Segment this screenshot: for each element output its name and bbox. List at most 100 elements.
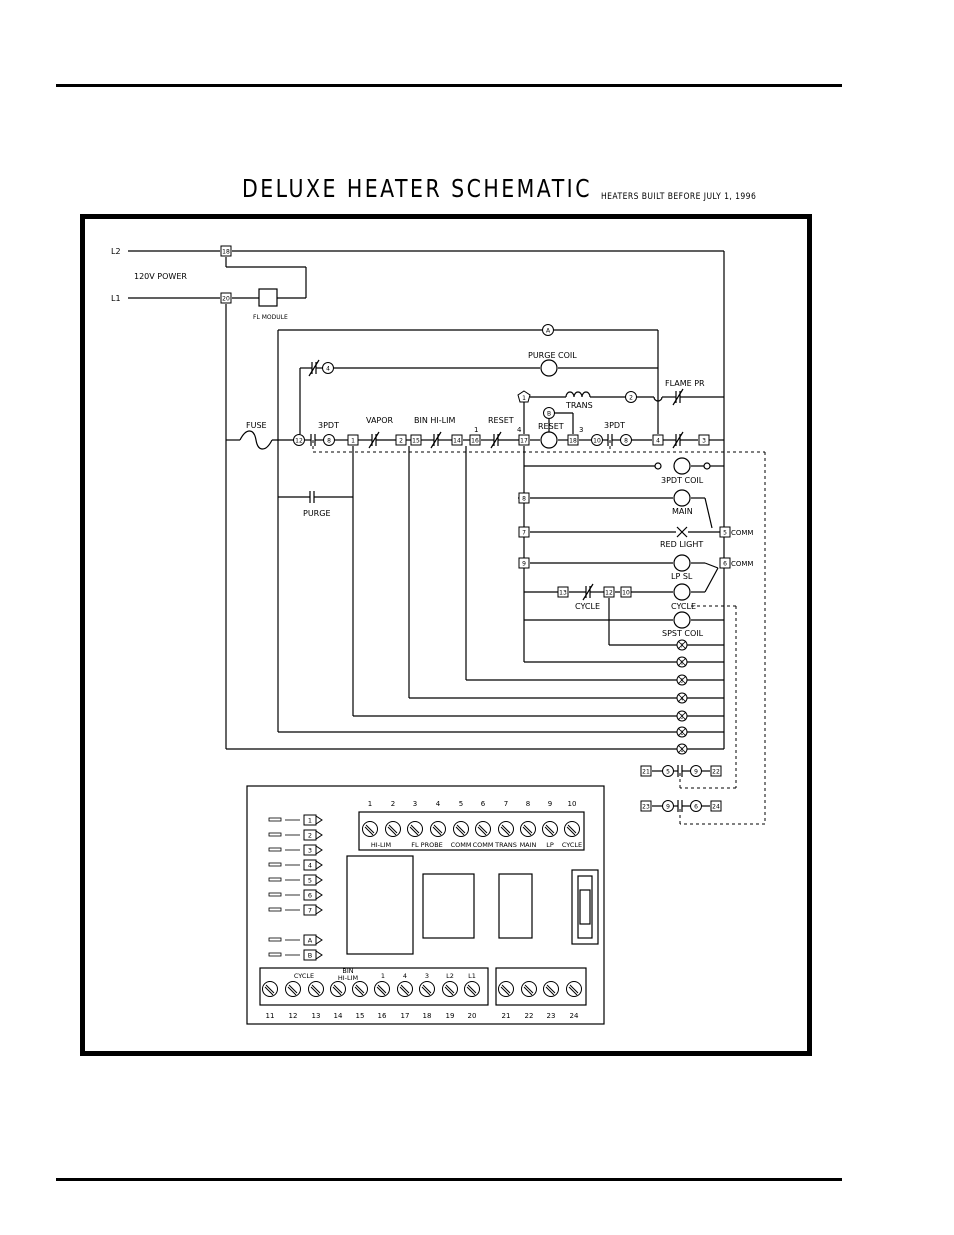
board-bottom-label: 4 [403, 972, 407, 980]
board-bottom-number: 24 [570, 1012, 579, 1020]
terminal-t17 [518, 434, 530, 446]
terminal-t12b [603, 586, 615, 598]
tag-label-c_b: B [547, 411, 551, 418]
board-top-label: COMM [451, 841, 472, 849]
board-top-number: 8 [526, 800, 530, 808]
label-purge: PURGE [303, 509, 331, 518]
board-connector [303, 844, 317, 856]
label-purge-coil: PURGE COIL [528, 351, 577, 360]
tag-label-c_6r: 6 [694, 804, 698, 811]
terminal-label-t12b: 12 [605, 590, 613, 597]
label-lp-sl: LP SL [671, 572, 693, 581]
right-tag-label-3: 3 [680, 715, 683, 721]
label-fuse: FUSE [246, 421, 267, 430]
label-l2: L2 [111, 247, 121, 256]
board-bottom-label: L2 [446, 972, 454, 980]
board-connector [303, 889, 317, 901]
board-connector-label: 4 [308, 862, 312, 870]
page-subtitle: HEATERS BUILT BEFORE JULY 1, 1996 [601, 192, 757, 202]
label-wire-3: 3 [579, 426, 583, 434]
board-top-number: 2 [391, 800, 395, 808]
tag-c_2 [625, 391, 637, 403]
top-rule [56, 84, 842, 87]
terminal-label-t23: 23 [642, 804, 650, 811]
terminal-t16 [469, 434, 481, 446]
terminal-label-t5: 5 [723, 530, 727, 537]
board-bottom-number: 15 [356, 1012, 365, 1020]
terminal-t15 [410, 434, 422, 446]
right-tag-label-5: 5 [680, 679, 683, 685]
tag-label-c_8b: 8 [624, 438, 628, 445]
board-bottom-label: BIN [342, 967, 353, 975]
tag-c_10 [591, 434, 603, 446]
terminal-label-t20: 20 [222, 296, 230, 303]
label-wire-4: 4 [517, 426, 522, 434]
label-cycle-switch: CYCLE [575, 602, 600, 611]
tag-c_8 [323, 434, 335, 446]
page-title: DELUXE HEATER SCHEMATIC [242, 174, 592, 203]
terminal-label-t9: 9 [522, 561, 526, 568]
terminal-label-t22: 22 [712, 769, 720, 776]
label-red-light: RED LIGHT [660, 540, 703, 549]
label-main: MAIN [672, 507, 693, 516]
board-top-number: 10 [568, 800, 577, 808]
board-top-number: 5 [459, 800, 463, 808]
tag-c_5b [662, 765, 674, 777]
terminal-label-t17: 17 [520, 438, 528, 445]
board-top-number: 4 [436, 800, 441, 808]
tag-label-c_8: 8 [327, 438, 331, 445]
board-bottom-number: 17 [401, 1012, 410, 1020]
board-top-label: TRANS [494, 841, 517, 849]
terminal-t13 [557, 586, 569, 598]
terminal-t3 [698, 434, 710, 446]
right-tag-label-2: 2 [680, 731, 683, 737]
label-reset-coil: RESET [538, 422, 564, 431]
schematic-frame [80, 214, 812, 1056]
terminal-label-t1: 1 [351, 438, 355, 445]
board-bottom-label: L1 [468, 972, 476, 980]
terminal-t21 [640, 765, 652, 777]
label-l1: L1 [111, 294, 121, 303]
tag-label-c_2: 2 [629, 395, 633, 402]
right-tag-label-1: 1 [680, 748, 683, 754]
label-spst-coil: SPST COIL [662, 629, 704, 638]
tag-c_8b [620, 434, 632, 446]
tag-c_a [542, 324, 554, 336]
terminal-label-t3: 3 [702, 438, 706, 445]
terminal-label-t16: 16 [471, 438, 479, 445]
right-tag-label-7: 7 [680, 644, 683, 650]
board-connector-label: 7 [308, 907, 312, 915]
tag-label-c_a: A [546, 328, 551, 335]
board-connector [303, 904, 317, 916]
label-3pdt-a: 3PDT [318, 421, 339, 430]
board-connector [303, 874, 317, 886]
board-connector [303, 829, 317, 841]
right-tag-label-6: 6 [680, 661, 683, 667]
board-connector-label: 6 [308, 892, 312, 900]
board-bottom-number: 19 [446, 1012, 455, 1020]
tag-label-c_5b: 5 [666, 769, 670, 776]
board-bottom-number: 22 [525, 1012, 534, 1020]
terminal-t18_top [220, 245, 232, 257]
board-top-number: 7 [504, 800, 508, 808]
terminal-t5 [719, 526, 731, 538]
tag-label-c_9r: 9 [694, 769, 698, 776]
tag-label-c_1: 1 [522, 395, 526, 402]
terminal-t14 [451, 434, 463, 446]
board-top-label: MAIN [520, 841, 537, 849]
board-top-label: CYCLE [562, 841, 582, 849]
label-cycle-coil: CYCLE [671, 602, 696, 611]
tag-c_9b [662, 800, 674, 812]
right-tag-label-4: 4 [680, 697, 683, 703]
board-connector [303, 814, 317, 826]
tag-label-t12: 12 [295, 438, 303, 445]
terminal-t18 [567, 434, 579, 446]
terminal-label-t6: 6 [723, 561, 727, 568]
tag-label-c_10: 10 [593, 438, 601, 445]
board-connector-label: 2 [308, 832, 312, 840]
terminal-t23 [640, 800, 652, 812]
terminal-label-t8: 8 [522, 496, 526, 503]
board-bottom-number: 18 [423, 1012, 432, 1020]
